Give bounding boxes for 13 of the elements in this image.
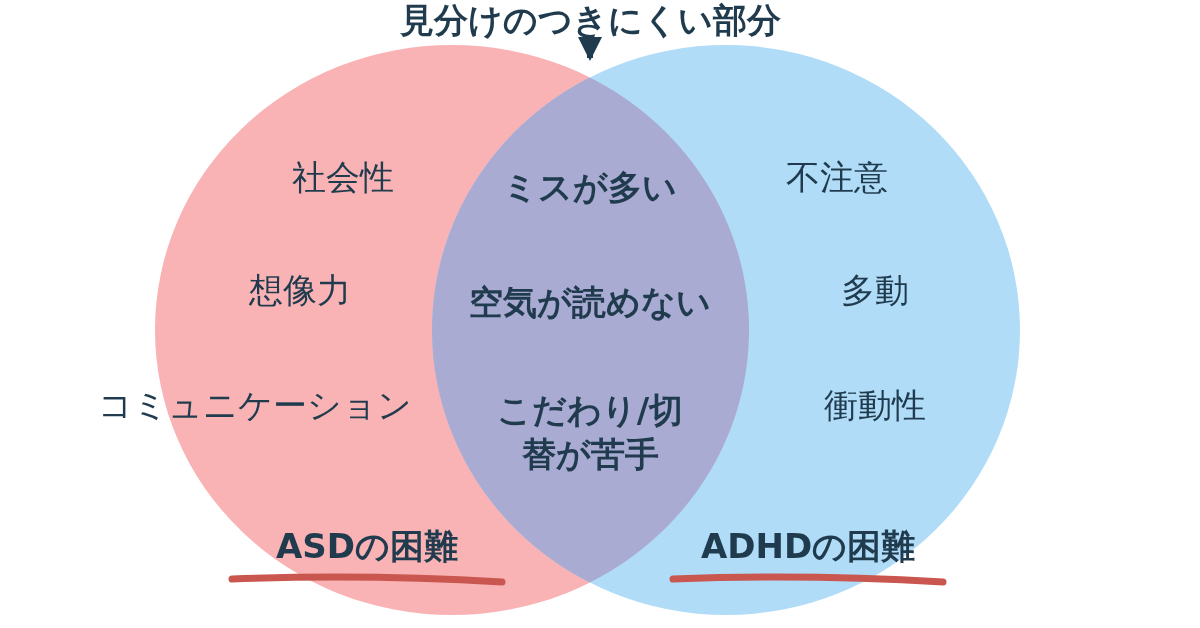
trait-label: こだわり/切替が苦手	[495, 389, 685, 476]
arrow	[578, 37, 602, 61]
trait-label: 社会性	[292, 156, 394, 199]
group-title: ADHDの困難	[700, 525, 916, 568]
heading: 見分けのつきにくい部分	[398, 0, 782, 40]
trait-label: 不注意	[786, 156, 888, 199]
trait-label: 多動	[841, 269, 909, 312]
trait-label: 想像力	[249, 269, 351, 312]
trait-label: ミスが多い	[503, 166, 677, 209]
trait-label: 衝動性	[824, 384, 926, 427]
group-title: ASDの困難	[276, 525, 458, 568]
trait-label: コミュニケーション	[98, 384, 412, 427]
trait-label: 空気が読めない	[469, 281, 711, 324]
